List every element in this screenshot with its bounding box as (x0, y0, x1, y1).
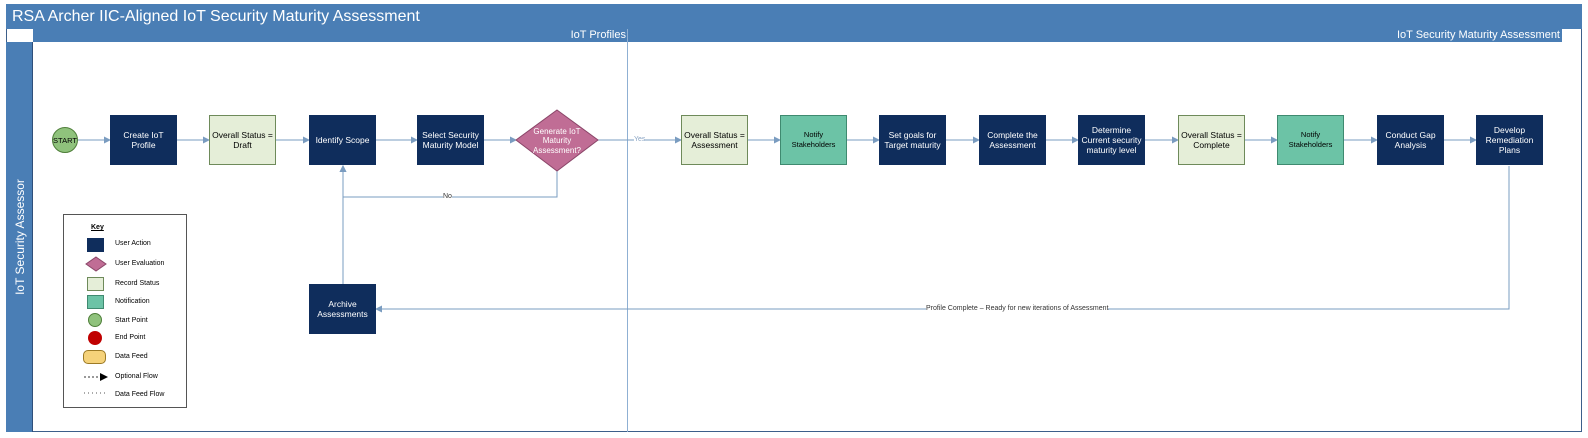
legend-label: Data Feed (115, 353, 148, 360)
swimlane-header (6, 42, 33, 432)
legend-end-point-icon (88, 331, 102, 345)
diagram-title: RSA Archer IIC-Aligned IoT Security Matu… (6, 4, 1582, 29)
legend-data-feed-flow-icon (84, 392, 107, 394)
legend-label: User Evaluation (115, 260, 165, 267)
flow-remediation-to-archive (375, 166, 1510, 313)
legend-label: User Action (115, 240, 151, 247)
legend-label: Start Point (115, 317, 148, 324)
determine-maturity-step[interactable]: Determine Current security maturity leve… (1078, 115, 1145, 165)
notify-stakeholders-2[interactable]: Notify Stakeholders (1277, 115, 1344, 165)
legend-title: Key (91, 224, 104, 231)
legend-label: Notification (115, 298, 150, 305)
archive-assessments-step[interactable]: Archive Assessments (309, 284, 376, 334)
legend-box: Key User Action User Evaluation Record S… (63, 214, 187, 408)
legend-data-feed-icon (83, 350, 106, 364)
phase-iot-security-maturity-assessment: IoT Security Maturity Assessment (628, 29, 1562, 42)
phase-iot-profiles: IoT Profiles (33, 29, 628, 42)
legend-label: End Point (115, 334, 146, 341)
set-goals-step[interactable]: Set goals for Target maturity (879, 115, 946, 165)
legend-label: Optional Flow (115, 373, 158, 380)
legend-start-point-icon (88, 313, 102, 327)
decision-diamond-shape (515, 109, 599, 172)
legend-optional-flow-icon (84, 373, 108, 381)
flow-label-profile-complete: Profile Complete – Ready for new iterati… (926, 305, 1109, 312)
phase-divider (627, 29, 628, 432)
identify-scope-step[interactable]: Identify Scope (309, 115, 376, 165)
generate-assessment-decision[interactable]: Generate IoT Maturity Assessment? (532, 126, 582, 155)
status-assessment[interactable]: Overall Status = Assessment (681, 115, 748, 165)
legend-user-action-icon (87, 238, 104, 252)
flow-label-no: No (443, 193, 452, 200)
notify-stakeholders-1[interactable]: Notify Stakeholders (780, 115, 847, 165)
status-complete[interactable]: Overall Status = Complete (1178, 115, 1245, 165)
legend-label: Record Status (115, 280, 160, 287)
complete-assessment-step[interactable]: Complete the Assessment (979, 115, 1046, 165)
legend-record-status-icon (87, 277, 104, 291)
legend-label: Data Feed Flow (115, 391, 165, 398)
flow-label-yes: Yes (634, 136, 646, 143)
create-iot-profile-step[interactable]: Create IoT Profile (110, 115, 177, 165)
legend-notification-icon (87, 295, 104, 309)
remediation-plans-step[interactable]: Develop Remediation Plans (1476, 115, 1543, 165)
start-node[interactable]: START (53, 135, 77, 145)
status-draft[interactable]: Overall Status = Draft (209, 115, 276, 165)
start-point-shape (52, 127, 78, 153)
select-maturity-model-step[interactable]: Select Security Maturity Model (417, 115, 484, 165)
gap-analysis-step[interactable]: Conduct Gap Analysis (1377, 115, 1444, 165)
legend-user-evaluation-icon (85, 256, 107, 272)
